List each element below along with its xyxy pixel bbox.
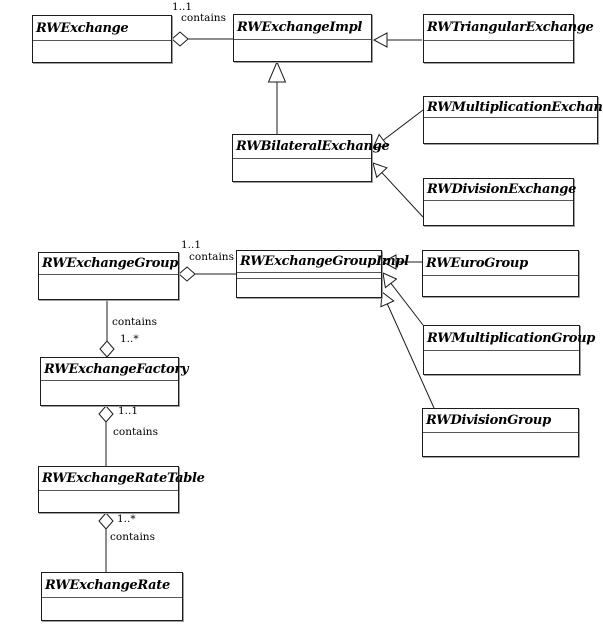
class-name: RWExchangeFactory [41, 358, 189, 381]
class-body-compartment [234, 40, 371, 61]
generalization-line [383, 109, 424, 141]
generalization-arrowhead-icon [372, 162, 388, 179]
class-box-rwexchangegroupimpl: RWExchangeGroupImpl [236, 250, 409, 298]
class-name: RWExchangeRateTable [39, 467, 205, 491]
class-body-compartment [424, 351, 579, 374]
association-name-label: contains [113, 426, 158, 438]
class-name: RWEuroGroup [423, 251, 578, 276]
aggregation-diamond-icon [171, 31, 189, 47]
class-box-rwexchangefactory: RWExchangeFactory [40, 357, 189, 406]
association-name-label: contains [189, 251, 234, 263]
generalization-arrowhead-icon [267, 60, 287, 83]
multiplicity-label: 1..* [117, 513, 136, 525]
generalization-arrowhead-icon [372, 133, 389, 149]
class-body-compartment [423, 276, 578, 296]
generalization-line [386, 303, 435, 409]
aggregation-diamond-icon [99, 340, 115, 358]
class-name: RWBilateralExchange [233, 135, 390, 159]
generalization-arrowhead-icon [381, 254, 397, 270]
class-body-compartment [423, 433, 578, 456]
class-attributes-compartment [237, 273, 381, 279]
class-box-rwexchange: RWExchange [32, 15, 172, 63]
class-box-rwexchangegroup: RWExchangeGroup [38, 252, 179, 300]
class-name: RWTriangularExchange [424, 15, 594, 41]
class-body-compartment [42, 598, 182, 620]
class-box-rwdivisiongroup: RWDivisionGroup [422, 408, 579, 457]
association-name-label: contains [110, 531, 155, 543]
multiplicity-label: 1..1 [181, 239, 202, 251]
generalization-arrowhead-icon [380, 291, 395, 308]
class-name: RWExchangeGroup [39, 253, 178, 275]
class-box-rwmultiplicationgroup: RWMultiplicationGroup [423, 325, 595, 375]
aggregation-diamond-icon [178, 266, 196, 282]
class-box-rweurogroup: RWEuroGroup [422, 250, 579, 297]
class-box-rwdivisionexchange: RWDivisionExchange [423, 178, 576, 226]
aggregation-diamond-icon [98, 405, 114, 423]
class-body-compartment [39, 275, 178, 299]
multiplicity-label: 1..* [120, 333, 139, 345]
generalization-arrowhead-icon [372, 32, 388, 48]
class-body-compartment [424, 118, 597, 143]
class-body-compartment [39, 491, 178, 512]
class-box-rwexchangeimpl: RWExchangeImpl [233, 14, 372, 62]
generalization-arrowhead-icon [382, 272, 398, 289]
class-name: RWExchangeRate [42, 573, 182, 598]
generalization-line [390, 282, 424, 326]
class-box-rwexchangerate: RWExchangeRate [41, 572, 183, 621]
class-name: RWMultiplicationExchange [424, 97, 603, 118]
class-name: RWMultiplicationGroup [424, 326, 595, 351]
class-name: RWExchangeImpl [234, 15, 371, 40]
multiplicity-label: 1..1 [118, 405, 139, 417]
class-box-rwexchangeratetable: RWExchangeRateTable [38, 466, 205, 513]
class-box-rwtriangularexchange: RWTriangularExchange [423, 14, 594, 63]
class-name: RWDivisionExchange [424, 179, 576, 201]
class-body-compartment [41, 381, 178, 405]
class-name: RWExchangeGroupImpl [237, 251, 409, 273]
aggregation-diamond-icon [98, 512, 114, 530]
class-name: RWExchange [33, 16, 171, 41]
class-box-rwmultiplicationexchange: RWMultiplicationExchange [423, 96, 603, 144]
class-body-compartment [233, 159, 371, 181]
association-name-label: contains [181, 12, 226, 24]
class-name: RWDivisionGroup [423, 409, 578, 433]
class-body-compartment [424, 201, 573, 225]
multiplicity-label: 1..1 [172, 1, 193, 13]
association-name-label: contains [112, 316, 157, 328]
class-body-compartment [424, 41, 573, 62]
class-body-compartment [237, 279, 381, 297]
class-box-rwbilateralexchange: RWBilateralExchange [232, 134, 390, 182]
generalization-line [381, 172, 424, 218]
class-body-compartment [33, 41, 171, 62]
